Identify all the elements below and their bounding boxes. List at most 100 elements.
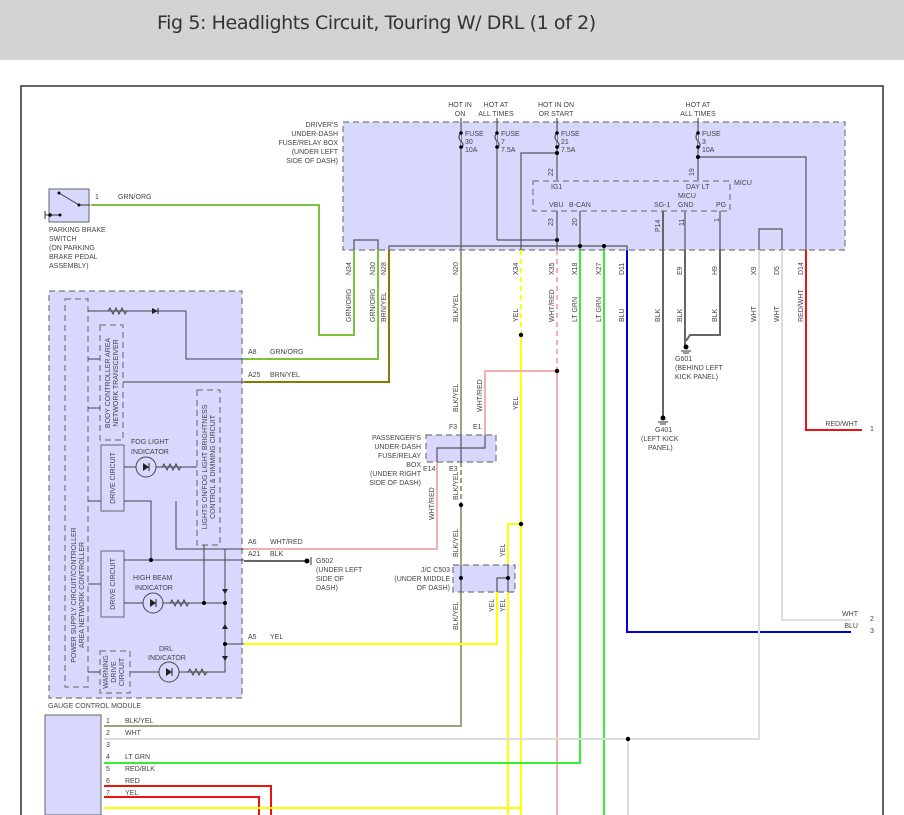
connector-wire-label: WHT	[774, 305, 781, 322]
bottom-wire-label: LT GRN	[125, 754, 150, 761]
yel-wire-label: YEL	[513, 397, 520, 410]
right-output-wire-label: WHT	[842, 611, 859, 618]
g601-label-2: (BEHIND LEFT	[675, 365, 724, 372]
g502-label-1: G502	[316, 558, 333, 565]
micu-outer-label: MICU	[734, 180, 752, 187]
pin-gnd: GND	[678, 202, 694, 209]
bottom-pin-label: 1	[106, 718, 110, 725]
right-output-wire-label: RED/WHT	[825, 421, 858, 428]
svg-text:7.5A: 7.5A	[561, 147, 576, 154]
pin-sg1: SG-1	[654, 202, 670, 209]
ground-g601: G601 (BEHIND LEFT KICK PANEL)	[675, 344, 724, 381]
fog-drive-circuit-label: DRIVE CIRCUIT	[110, 451, 117, 503]
wire-wht-red-a6	[244, 462, 438, 550]
wire-brn-yel-a25	[244, 250, 390, 383]
gauge-pin-label: A6	[248, 539, 257, 546]
fuse-3: FUSE 3 10A	[695, 131, 721, 154]
high-beam-label-2: INDICATOR	[135, 585, 173, 592]
wire-lt-grn-x18	[104, 250, 581, 764]
bottom-pin-label: 3	[106, 742, 110, 749]
parking-brake-label-3: (ON PARKING	[49, 245, 95, 252]
pin-pg: PG	[716, 202, 726, 209]
connector-wire-label: GRN/ORG	[346, 289, 353, 322]
passenger-box-label-5: (UNDER RIGHT	[370, 471, 422, 478]
power-label-hot-all-1a: HOT AT	[484, 102, 509, 109]
pin-vbu: VBU	[549, 202, 563, 209]
fog-drive-circuit	[100, 444, 125, 512]
connector-wire-label: BLU	[619, 308, 626, 322]
wire-blk-yel-bottom-1	[104, 592, 462, 727]
g401-label-1: G401	[655, 427, 672, 434]
gauge-module-label: GAUGE CONTROL MODULE	[48, 703, 141, 710]
drivers-box-label-3: FUSE/RELAY BOX	[278, 140, 338, 147]
fog-indicator-label-2: INDICATOR	[131, 449, 169, 456]
bottom-module-block	[44, 714, 102, 815]
warning-label-3: CIRCUIT	[119, 657, 126, 686]
junction-dot	[554, 368, 560, 374]
wire-num-sg1: P14	[655, 219, 662, 232]
bcan-transceiver-label-1: BODY CONTROLLER AREA	[105, 338, 112, 428]
wire-num-pg: 1	[714, 218, 721, 222]
wire-blu-d11	[626, 250, 851, 633]
parking-brake-pin: 1	[95, 194, 99, 201]
bcan-transceiver-label-2: NETWORK TRANSCEIVER	[113, 339, 120, 426]
resistor-icon	[187, 667, 208, 677]
gauge-pin-label: A5	[248, 634, 257, 641]
c503-wire-label: BLK/YEL	[453, 528, 460, 557]
micu-inner-label: MICU	[678, 193, 696, 200]
passenger-box-label-2: UNDER-DASH	[374, 444, 421, 451]
right-output-pin-label: 2	[870, 616, 874, 623]
drivers-box-label-4: (UNDER LEFT	[292, 149, 339, 156]
passenger-box-label-4: BOX	[406, 462, 421, 469]
high-beam-label-1: HIGH BEAM	[133, 575, 172, 582]
connector-pin-label: D11	[619, 263, 626, 275]
power-label-hot-all-1b: ALL TIMES	[478, 111, 514, 118]
g502-label-3: SIDE OF	[316, 576, 344, 583]
connector-pin-label: N34	[346, 262, 353, 275]
passenger-box-label-1: PASSENGER'S	[372, 435, 421, 442]
figure-title: Fig 5: Headlights Circuit, Touring W/ DR…	[157, 12, 596, 34]
svg-text:10A: 10A	[465, 147, 478, 154]
ground-g401: G401 (LEFT KICK PANEL)	[641, 415, 679, 452]
junction-dot	[602, 244, 606, 248]
connector-labels: N34GRN/ORGN30GRN/ORGN28BRN/YELN20BLK/YEL…	[248, 262, 805, 641]
fuse-7: FUSE 7 7.5A	[494, 131, 520, 154]
pin-e3: E3	[449, 466, 458, 473]
dimming-circuit-block	[196, 389, 221, 546]
ground-g502: G502 (UNDER LEFT SIDE OF DASH)	[304, 557, 363, 592]
warning-label-1: WARNING	[103, 655, 110, 689]
passenger-box-label-3: FUSE/RELAY	[378, 453, 421, 460]
wire-red-wht-d14	[805, 250, 862, 431]
pin-e14: E14	[423, 466, 436, 473]
parking-brake-wire-label: GRN/ORG	[118, 194, 151, 201]
drivers-box-label-2: UNDER-DASH	[291, 131, 338, 138]
junction-dot	[518, 521, 524, 527]
connector-wire-label: BLK	[677, 308, 684, 322]
parking-brake-label-1: PARKING BRAKE	[49, 227, 106, 234]
c503-wire-label: YEL	[500, 544, 507, 557]
c503-label-2: (UNDER MIDDLE	[394, 576, 450, 583]
wires-layer	[91, 204, 862, 815]
connector-wire-label: RED/WHT	[798, 289, 805, 322]
junction-dot	[696, 155, 700, 159]
bottom-wire-label: RED/BLK	[125, 766, 155, 773]
pin-day-lt: DAY LT	[686, 184, 710, 191]
dimming-label-1: LIGHTS ON/FOG LIGHT BRIGHTNESS	[202, 404, 209, 529]
figure-header: Fig 5: Headlights Circuit, Touring W/ DR…	[0, 0, 904, 60]
wire-num-bcan: 20	[572, 218, 579, 226]
connector-wire-label: WHT	[751, 305, 758, 322]
g401-label-2: (LEFT KICK	[641, 436, 679, 443]
wire-grn-org-a8	[244, 250, 379, 360]
pin-ig1: IG1	[551, 184, 562, 191]
connector-pin-label: H9	[712, 266, 719, 275]
fuse-21: FUSE 21 7.5A	[554, 131, 580, 154]
c503-wire-label: YEL	[500, 599, 507, 612]
connector-pin-label: X27	[596, 262, 603, 275]
wire-blk-h9	[685, 250, 721, 342]
power-label-hot-start-1: HOT IN ON	[538, 102, 574, 109]
resistor-icon	[107, 306, 128, 316]
wire-yel-to-c503	[507, 523, 521, 565]
bottom-wire-label: BLK/YEL	[125, 718, 154, 725]
x9-d5-jumper	[758, 228, 783, 250]
